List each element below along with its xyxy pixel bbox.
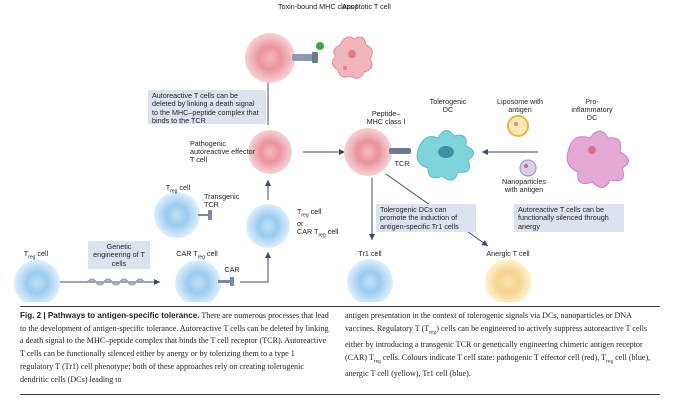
car-icon — [218, 277, 234, 286]
autoreactive-t-cell — [344, 128, 392, 176]
tr1-label: Tr1 cell — [358, 249, 382, 258]
caption-top-rule — [20, 306, 660, 307]
caption-column-2: antigen presentation in the context of t… — [345, 311, 651, 379]
toxin-label: Toxin-bound MHC class I — [278, 2, 358, 11]
liposome-label: Liposome with antigen — [497, 97, 543, 115]
deletion-note: Autoreactive T cells can be deleted by l… — [148, 90, 266, 125]
figure-label: Fig. 2 | Pathways to antigen-specific to… — [20, 311, 200, 320]
nanoparticle-icon — [519, 159, 537, 177]
dna-icon — [87, 278, 145, 286]
nanoparticles-label: Nanoparticles with antigen — [502, 177, 546, 195]
tolerogenic-dc-label: Tolerogenic DC — [429, 97, 467, 115]
treg-cell-transgenic — [154, 192, 200, 238]
genetic-engineering-box: Genetic engineering of T cells — [88, 241, 150, 269]
anergic-cell — [485, 259, 531, 302]
treg-or-car-treg-cell — [246, 204, 290, 248]
peptide-mhc-label: Peptide–MHC class I — [366, 109, 406, 127]
pathogenic-effector-cell — [248, 130, 292, 174]
anergy-note: Autoreactive T cells can be functionally… — [514, 204, 624, 232]
apoptotic-label: Apoptotic T cell — [342, 2, 391, 11]
treg-cell-source — [14, 260, 60, 302]
proinflammatory-label: Pro-inflammatory DC — [571, 97, 613, 123]
transgenic-tcr-label: Transgenic TCR — [204, 192, 240, 210]
treg-top-label: Treg cell — [165, 183, 191, 195]
figure-diagram — [14, 33, 629, 302]
caption-bottom-rule — [20, 394, 660, 395]
caption-column-1: Fig. 2 | Pathways to antigen-specific to… — [20, 311, 329, 384]
tcr-icon — [389, 148, 411, 154]
car-treg-label: CAR Treg cell — [176, 249, 218, 261]
figure-panel: Toxin-bound MHC class I Apoptotic T cell… — [14, 2, 629, 302]
tr1-cell — [347, 259, 393, 302]
toxin-mhc-icon — [292, 42, 324, 63]
car-treg-cell — [175, 260, 221, 302]
anergic-label: Anergic T cell — [486, 249, 530, 258]
transgenic-tcr-icon — [198, 210, 212, 220]
tolerogenic-note: Tolerogenic DCs can promote the inductio… — [376, 204, 476, 232]
tcr-label: TCR — [394, 159, 410, 168]
top-pathogenic-cell — [245, 33, 295, 83]
treg-bottom-label: Treg cell — [23, 249, 49, 261]
proinflammatory-dc-shape — [566, 130, 629, 188]
car-label: CAR — [224, 265, 240, 274]
pathogenic-label: Pathogenic autoreactive effector T cell — [190, 139, 255, 165]
liposome-icon — [507, 115, 529, 137]
